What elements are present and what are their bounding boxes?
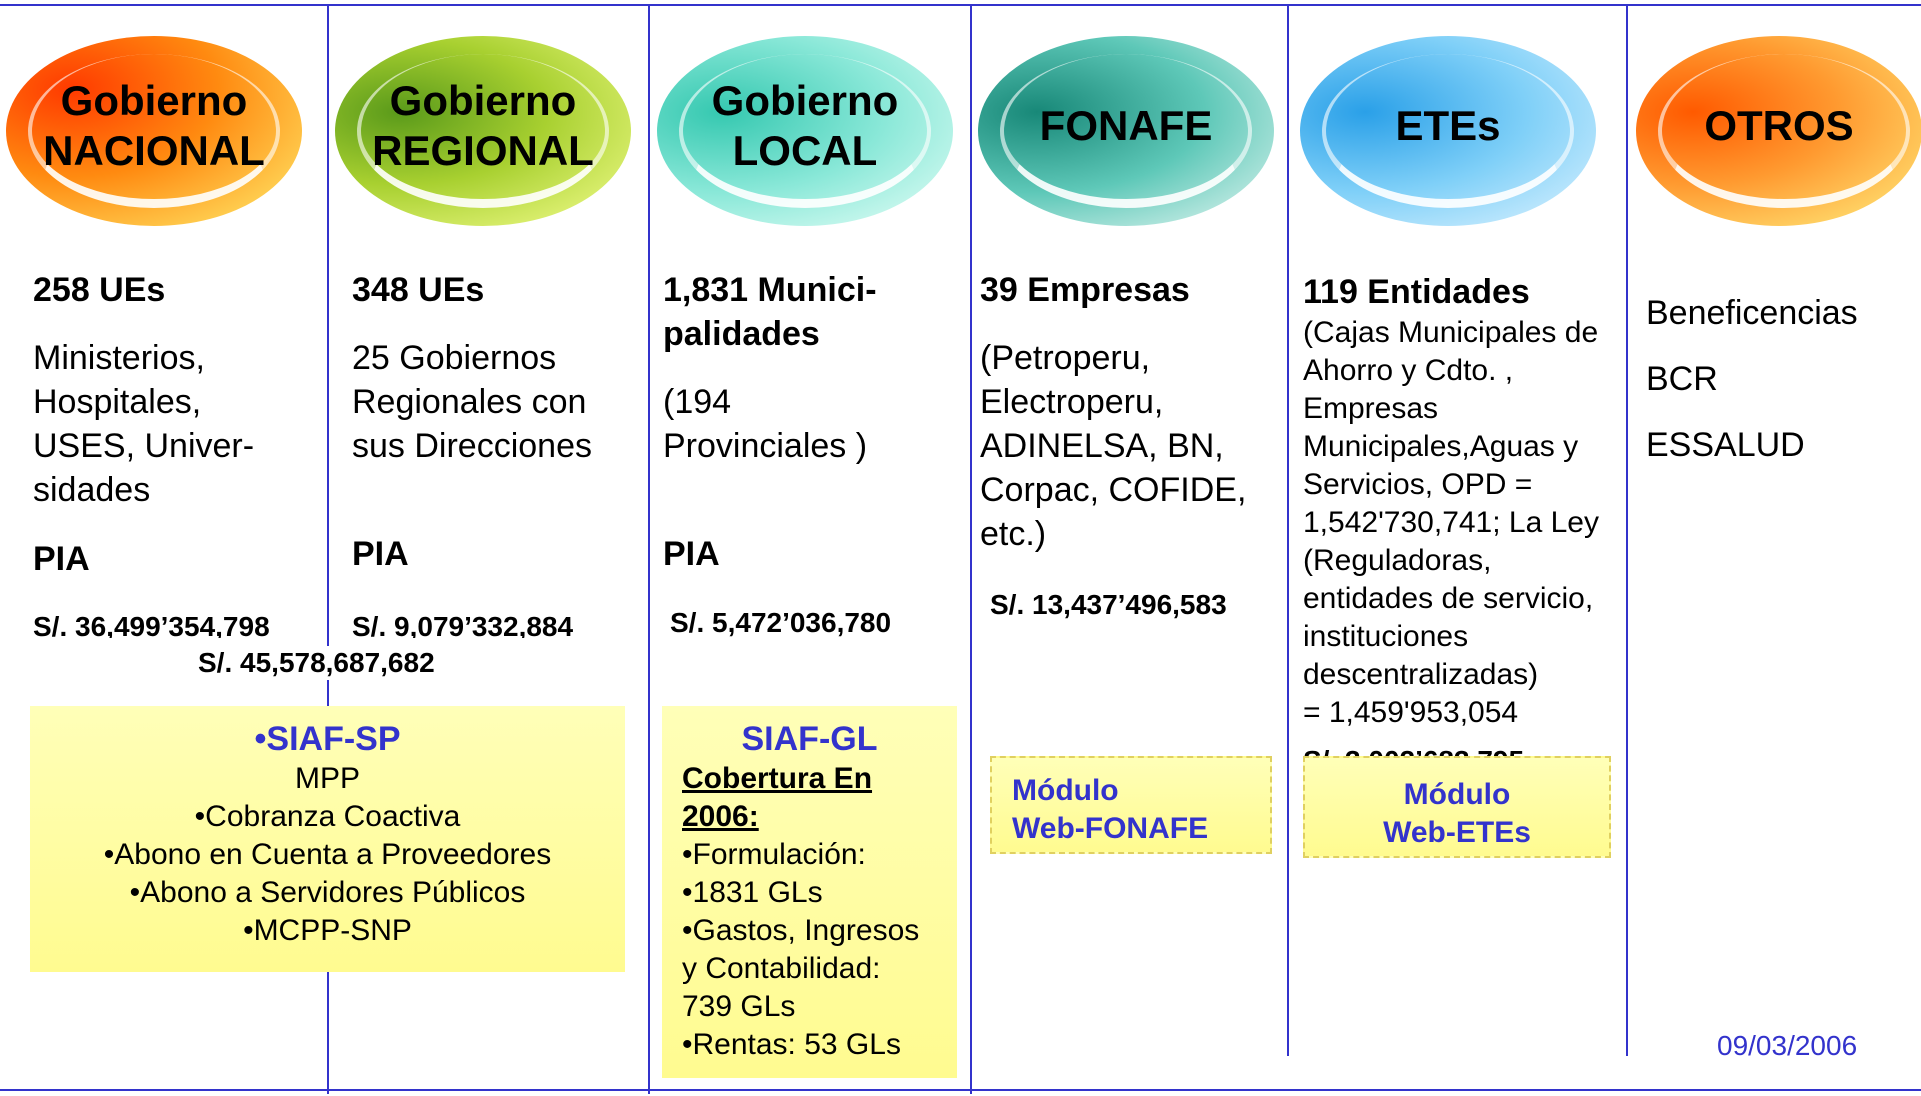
pia-amount: S/. 9,079’332,884 [352,611,574,638]
column-divider [970,4,972,1094]
pia-amount: S/. 36,499’354,798 [33,611,270,638]
siaf-sp-item: •Abono a Servidores Públicos [129,876,526,909]
modulo-line: Web-ETEs [1383,816,1531,849]
entity-count: 119 Entidades [1303,273,1530,311]
modulo-web-fonafe-box: Módulo Web-FONAFE [990,756,1272,854]
siaf-gl-item: y Contabilidad: [682,952,881,985]
description-line: sidades [33,471,151,509]
column-title: OTROS [1704,102,1854,149]
description-line: descentralizadas) [1303,658,1539,691]
description-line: = 1,459'953,054 [1303,696,1519,729]
gobierno-regional-ellipse: Gobierno REGIONAL [335,36,631,226]
description-line: 1,542'730,741; La Ley [1303,506,1599,539]
description-line: BCR [1646,360,1718,398]
siaf-gl-coverage: 2006: [682,800,759,833]
column-divider [1626,4,1628,1056]
gobierno-local-ellipse: Gobierno LOCAL [657,36,953,226]
description-line: Ministerios, [33,339,205,377]
description-line: Empresas [1303,392,1439,425]
column-title: Gobierno NACIONAL [43,77,265,174]
siaf-gl-title: SIAF-GL [741,720,878,758]
combined-total-amount: S/. 45,578,687,682 [198,646,435,680]
siaf-gl-item: •Gastos, Ingresos [682,914,920,947]
column-title: FONAFE [1039,102,1213,149]
amount-clip: S/. 36,499’354,798 [33,606,325,638]
entity-description: 25 Gobiernos Regionales con sus Direccio… [352,336,592,468]
amount-clip: S/. 9,079’332,884 [352,606,644,638]
description-line: Electroperu, [980,383,1164,421]
pia-label: PIA [33,540,90,578]
description-line: etc.) [980,515,1047,553]
modulo-line: Web-FONAFE [1012,812,1209,845]
entity-count: 258 UEs [33,271,166,309]
description-line: Regionales con [352,383,587,421]
siaf-gl-item: •1831 GLs [682,876,823,909]
top-rule [0,4,1921,6]
description-line: Municipales,Aguas y [1303,430,1579,463]
entity-description: (Petroperu, Electroperu, ADINELSA, BN, C… [980,336,1246,556]
bottom-rule [0,1089,1921,1091]
column-title: ETEs [1395,102,1501,149]
siaf-sp-title: •SIAF-SP [254,720,401,758]
description-line: Corpac, COFIDE, [980,471,1247,509]
modulo-line: Módulo [1012,774,1119,807]
description-line: entidades de servicio, [1303,582,1594,615]
column-title: Gobierno LOCAL [711,77,899,174]
entity-description: Ministerios, Hospitales, USES, Univer- s… [33,336,254,512]
siaf-sp-box: •SIAF-SP MPP •Cobranza Coactiva •Abono e… [30,706,625,972]
entity-description: (194 Provinciales ) [663,380,867,468]
description-line: USES, Univer- [33,427,255,465]
column-title: Gobierno REGIONAL [372,77,594,174]
description-line: Provinciales ) [663,427,868,465]
description-line: (Petroperu, [980,339,1151,377]
description-line: Hospitales, [33,383,202,421]
modulo-web-etes-box: Módulo Web-ETEs [1303,756,1611,858]
otros-ellipse: OTROS [1636,36,1921,226]
siaf-sp-item: •Cobranza Coactiva [194,800,461,833]
description-line: (Cajas Municipales de [1303,316,1599,349]
gobierno-nacional-ellipse: Gobierno NACIONAL [6,36,302,226]
description-line: instituciones [1303,620,1469,653]
siaf-gl-item: 739 GLs [682,990,796,1023]
modulo-line: Módulo [1403,778,1511,811]
pia-label: PIA [663,535,720,573]
siaf-sp-item: MPP [294,762,360,795]
siaf-gl-coverage: Cobertura En [682,762,873,795]
column-divider [648,4,650,1094]
count-line: 1,831 Munici- [663,271,877,309]
description-line: Servicios, OPD = [1303,468,1533,501]
entity-count: 348 UEs [352,271,485,309]
description-line: (Reguladoras, [1303,544,1492,577]
description-line: ADINELSA, BN, [980,427,1224,465]
entity-count: 1,831 Munici- palidades [663,268,877,356]
siaf-gl-item: •Formulación: [682,838,866,871]
pia-amount: S/. 13,437’496,583 [990,589,1227,620]
description-line: Beneficencias [1646,294,1858,332]
fonafe-ellipse: FONAFE [978,36,1274,226]
entity-count: 39 Empresas [980,271,1190,309]
slide-date: 09/03/2006 [1717,1030,1858,1061]
siaf-gl-item: •Rentas: 53 GLs [682,1028,901,1061]
description-line: (194 [663,383,732,421]
column-divider [327,4,329,1094]
description-line: 25 Gobiernos [352,339,557,377]
pia-amount: S/. 5,472’036,780 [670,607,892,638]
siaf-gl-box: SIAF-GL Cobertura En 2006: •Formulación:… [662,706,957,1078]
siaf-sp-item: •Abono en Cuenta a Proveedores [103,838,552,871]
pia-label: PIA [352,535,409,573]
description-line: Ahorro y Cdto. , [1303,354,1514,387]
etes-ellipse: ETEs [1300,36,1596,226]
count-line: palidades [663,315,820,353]
entity-description: (Cajas Municipales de Ahorro y Cdto. , E… [1303,314,1599,732]
description-line: ESSALUD [1646,426,1805,464]
siaf-sp-item: •MCPP-SNP [243,914,412,947]
entity-description: Beneficencias BCR ESSALUD [1646,280,1858,478]
description-line: sus Direcciones [352,427,592,465]
column-divider [1287,4,1289,1056]
